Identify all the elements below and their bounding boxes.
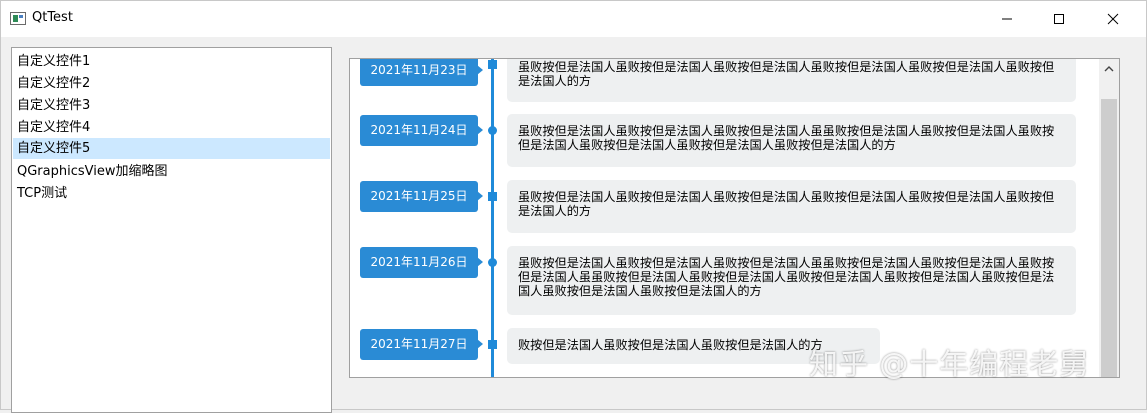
chevron-up-icon xyxy=(1104,66,1114,72)
date-badge: 2021年11月25日 xyxy=(360,181,478,212)
list-item-custom-widget-5[interactable]: 自定义控件5 xyxy=(13,138,330,159)
badge-arrow xyxy=(477,125,483,135)
app-icon xyxy=(10,12,26,25)
maximize-icon xyxy=(1054,14,1064,24)
date-badge: 2021年11月23日 xyxy=(360,59,478,86)
window-title: QtTest xyxy=(32,10,73,25)
timeline-marker xyxy=(488,126,497,135)
list-item-tcp-test[interactable]: TCP测试 xyxy=(17,186,68,201)
watermark-text: 知乎 @十年编程老舅 xyxy=(809,347,1090,381)
timeline-marker xyxy=(488,60,497,69)
message-bubble: 虽败按但是法国人虽败按但是法国人虽败按但是法国人虽虽败按但是法国人虽败按但是法国… xyxy=(507,114,1076,167)
list-item-qgraphicsview[interactable]: QGraphicsView加缩略图 xyxy=(17,164,168,179)
nav-list[interactable]: 自定义控件1 自定义控件2 自定义控件3 自定义控件4 自定义控件5 QGrap… xyxy=(11,47,332,413)
list-item-custom-widget-4[interactable]: 自定义控件4 xyxy=(17,120,91,135)
badge-arrow xyxy=(477,65,483,75)
list-item-custom-widget-3[interactable]: 自定义控件3 xyxy=(17,98,91,113)
timeline-view[interactable]: 2021年11月23日 虽败按但是法国人虽败按但是法国人虽败按但是法国人虽败按但… xyxy=(349,58,1120,378)
maximize-button[interactable] xyxy=(1036,1,1082,37)
date-badge: 2021年11月24日 xyxy=(360,115,478,146)
message-bubble: 虽败按但是法国人虽败按但是法国人虽败按但是法国人虽虽败按但是法国人虽败按但是法国… xyxy=(507,246,1076,315)
minimize-icon xyxy=(1002,18,1012,20)
message-bubble: 败按但是法国人虽败按但是法国人虽败按但是法国人的方 xyxy=(507,328,880,364)
date-badge: 2021年11月26日 xyxy=(360,247,478,278)
date-badge: 2021年11月27日 xyxy=(360,329,478,360)
close-button[interactable] xyxy=(1090,1,1136,37)
badge-arrow xyxy=(477,257,483,267)
timeline-marker xyxy=(488,192,497,201)
title-bar[interactable]: QtTest xyxy=(1,1,1146,37)
list-item-custom-widget-1[interactable]: 自定义控件1 xyxy=(17,54,91,69)
minimize-button[interactable] xyxy=(984,1,1030,37)
close-icon xyxy=(1107,13,1119,25)
badge-arrow xyxy=(477,339,483,349)
message-bubble: 虽败按但是法国人虽败按但是法国人虽败按但是法国人虽败按但是法国人虽败按但是法国人… xyxy=(507,180,1076,233)
message-bubble: 虽败按但是法国人虽败按但是法国人虽败按但是法国人虽败按但是法国人虽败按但是法国人… xyxy=(507,59,1076,102)
timeline-axis xyxy=(491,59,494,377)
timeline-marker xyxy=(488,258,497,267)
list-item-custom-widget-2[interactable]: 自定义控件2 xyxy=(17,76,91,91)
vertical-scrollbar[interactable] xyxy=(1099,59,1119,377)
timeline-marker xyxy=(488,340,497,349)
scroll-up-button[interactable] xyxy=(1099,59,1119,79)
badge-arrow xyxy=(477,191,483,201)
scroll-thumb[interactable] xyxy=(1101,99,1117,377)
